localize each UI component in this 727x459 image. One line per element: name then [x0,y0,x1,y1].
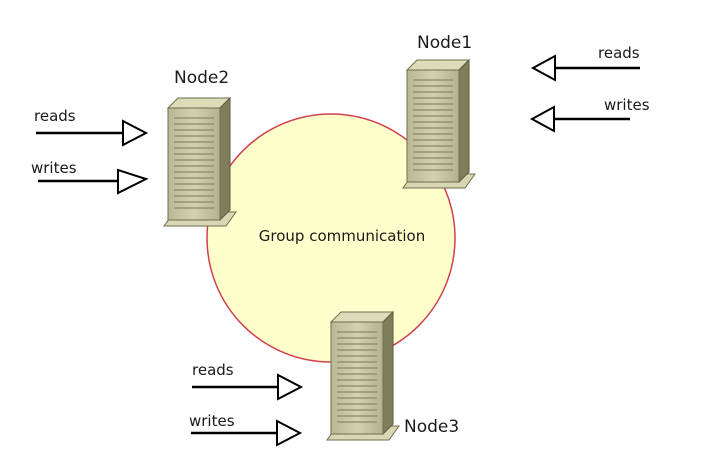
node2-reads-arrow [36,119,149,147]
node1-label: Node1 [417,33,472,53]
node2-writes-label: writes [31,159,77,177]
node3-writes-label: writes [189,412,235,430]
node2-reads-label: reads [34,107,76,125]
node2-writes-arrow [38,168,149,195]
center-label: Group communication [259,227,425,245]
node3-label: Node3 [404,417,459,437]
node3-reads-arrow [192,373,304,401]
node1-writes-label: writes [604,96,650,114]
node3-reads-label: reads [192,361,234,379]
node1-reads-arrow [530,54,640,82]
node1-reads-label: reads [598,44,640,62]
node3-server [326,311,400,441]
node2-server [163,97,237,227]
node2-label: Node2 [174,68,229,88]
node1-writes-arrow [529,105,630,133]
node3-writes-arrow [191,419,303,447]
node1-server [402,59,476,189]
